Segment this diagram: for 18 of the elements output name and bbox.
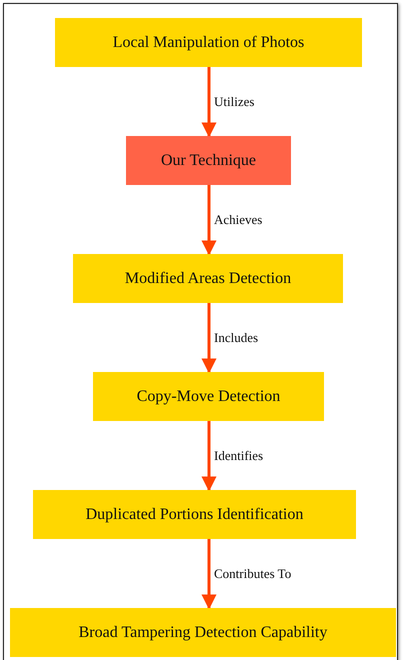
process-box	[126, 136, 291, 185]
edge-label: Identifies	[214, 448, 264, 462]
node-text: Duplicated Portions Identification	[86, 506, 304, 524]
arrow	[202, 539, 216, 610]
process-box	[10, 608, 396, 657]
node-text: Copy-Move Detection	[136, 388, 280, 406]
node-text: Broad Tampering Detection Capability	[78, 624, 328, 642]
arrow	[202, 67, 216, 138]
node-text: Modified Areas Detection	[124, 270, 292, 288]
process-box	[33, 490, 356, 539]
process-box	[55, 18, 362, 67]
arrow	[202, 421, 216, 492]
process-box	[93, 372, 324, 421]
arrow	[202, 303, 216, 374]
process-box	[73, 254, 343, 303]
node-text: Local Manipulation of Photos	[112, 34, 304, 52]
node-text: Our Technique	[161, 152, 256, 170]
arrow	[202, 185, 216, 256]
